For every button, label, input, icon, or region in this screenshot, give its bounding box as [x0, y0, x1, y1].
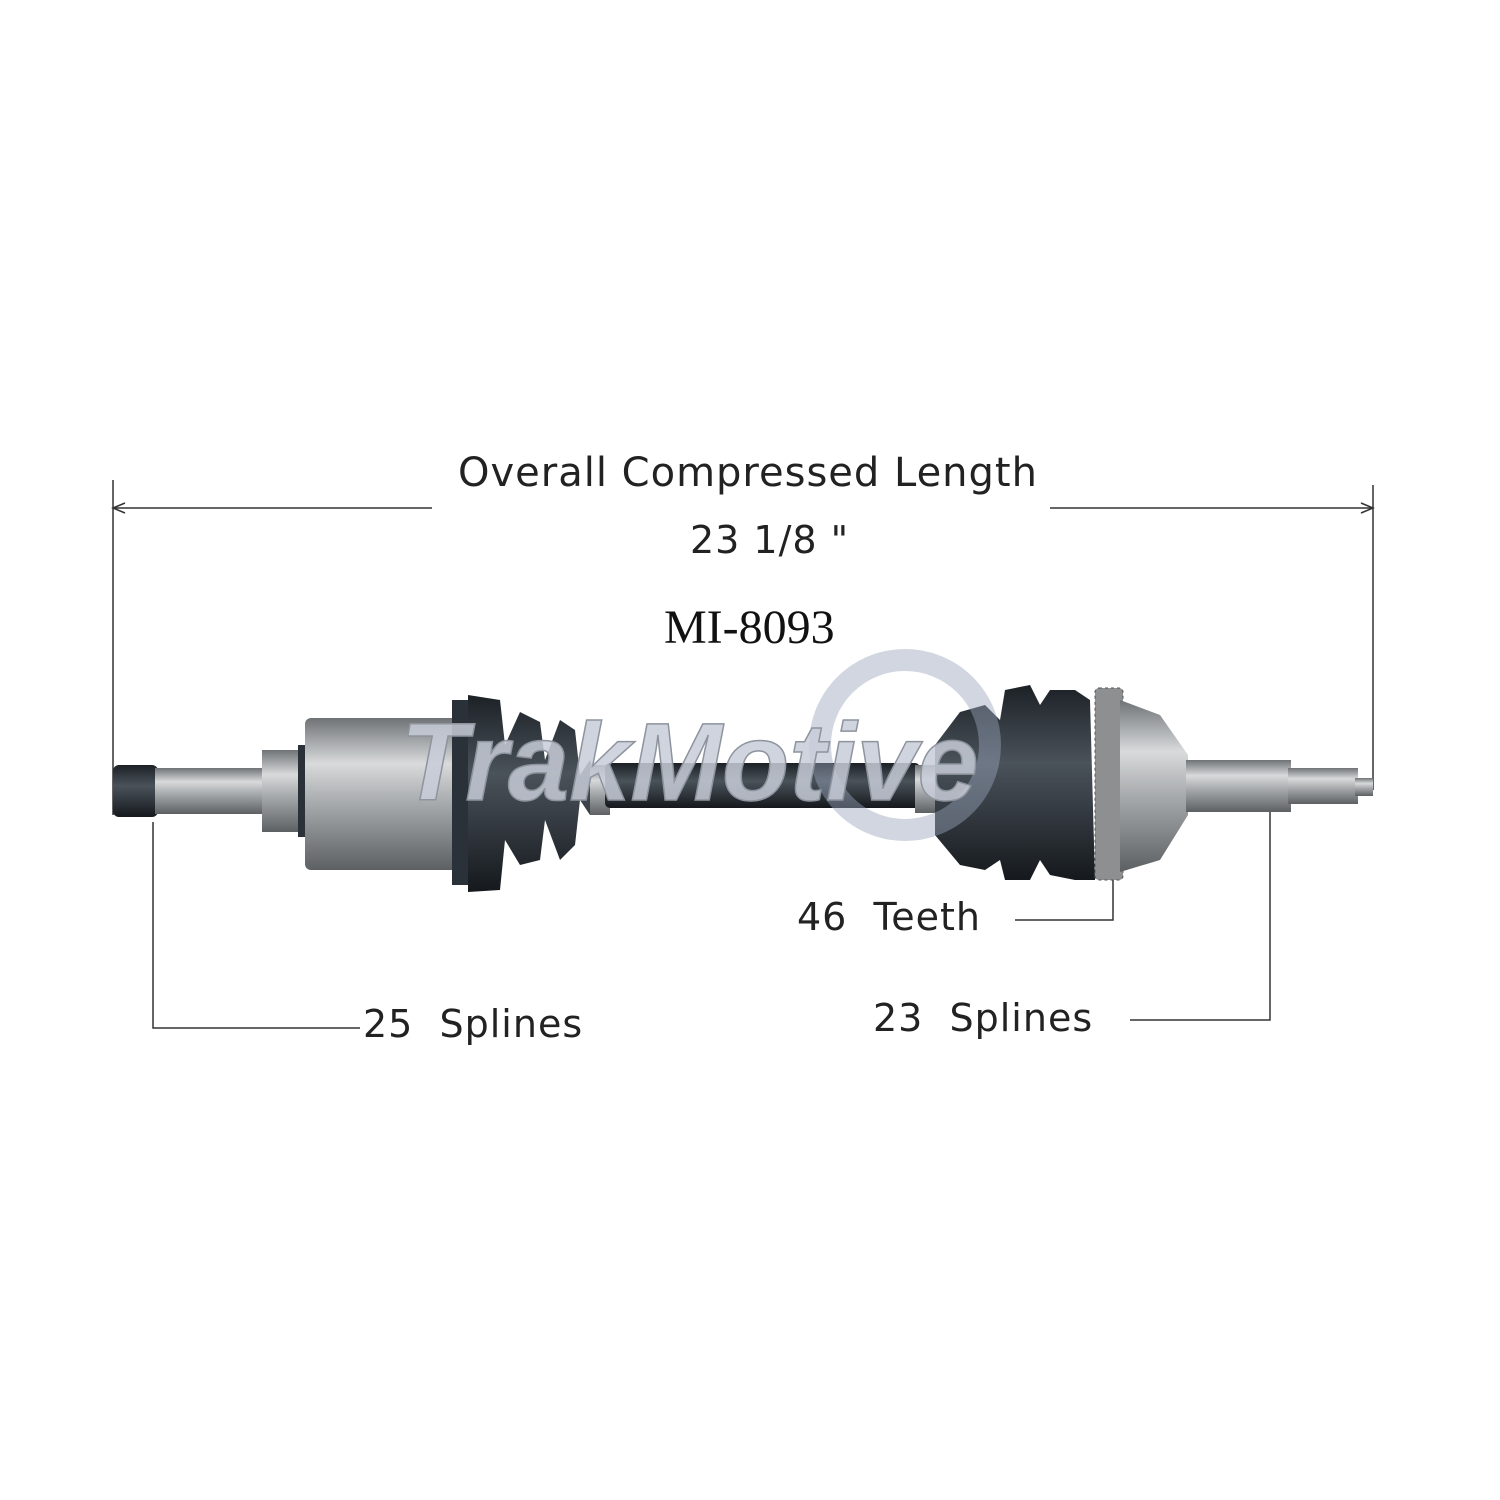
dimension-value: 23 1/8 ": [690, 518, 850, 562]
dimension-line: [111, 480, 1375, 815]
part-number: MI-8093: [664, 601, 835, 654]
abs-tone-ring: [1094, 687, 1124, 881]
axle: [113, 685, 1373, 892]
watermark-text: TrakMotive: [400, 701, 979, 824]
outer-boot: [935, 685, 1095, 880]
outer-splines: [1186, 760, 1291, 812]
inner-boot: [468, 695, 600, 892]
shaft-bar: [605, 763, 920, 808]
outer-splines-label: 23 Splines: [873, 996, 1094, 1040]
callout-leaders: [152, 812, 1271, 1029]
inner-splines-label: 25 Splines: [363, 1002, 584, 1046]
watermark-logo: TrakMotive: [399, 649, 1001, 841]
outer-cv-joint: [1120, 700, 1188, 872]
inner-cv-housing: [305, 718, 465, 870]
inner-spline-end: [113, 765, 158, 817]
abs-teeth-label: 46 Teeth: [797, 895, 982, 939]
dimension-title: Overall Compressed Length: [458, 450, 1038, 496]
